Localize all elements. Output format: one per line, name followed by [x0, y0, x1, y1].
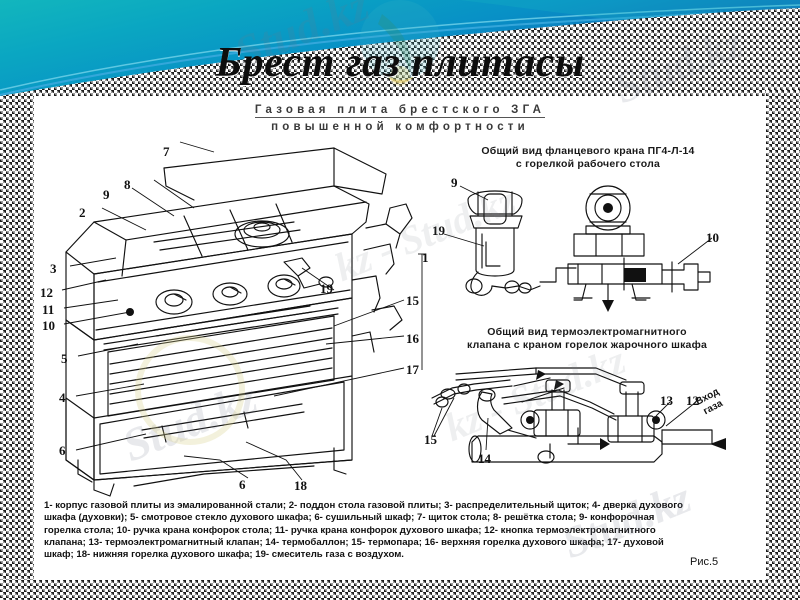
halftone-frame-right [766, 90, 800, 600]
figure-subtitle-line1: Газовая плита брестского ЗГА [254, 104, 546, 118]
heading-thermo-valve-line2: клапана с краном горелок жарочного шкафа [466, 339, 708, 351]
callout-stove-17: 17 [406, 362, 419, 377]
figure-subtitle: Газовая плита брестского ЗГА повышенной … [34, 100, 766, 133]
callout-stove-10: 10 [42, 318, 55, 333]
callout-stove-6-left: 6 [59, 443, 66, 458]
callout-stove-19: 19 [320, 281, 333, 296]
heading-flange-valve-line1: Общий вид фланцевого крана ПГ4-Л-14 [481, 145, 695, 157]
callout-stove-3: 3 [50, 261, 57, 276]
callout-stove-7: 7 [163, 144, 170, 159]
callout-valve-bottom-13: 13 [660, 393, 673, 408]
header-teal-overlay [0, 0, 800, 96]
page-title: Брест газ плитасы [215, 40, 585, 86]
flange-valve-drawing [443, 185, 713, 312]
callout-stove-1: 1 [422, 250, 429, 265]
callout-valve-bottom-12: 12 [686, 393, 699, 408]
figure-panel [34, 96, 766, 580]
callout-valve-top-19: 19 [432, 223, 445, 238]
callout-valve-bottom-15: 15 [424, 432, 437, 447]
callout-valve-top-9: 9 [451, 175, 458, 190]
figure-caption: 1- корпус газовой плиты из эмалированной… [44, 500, 683, 561]
heading-flange-valve: Общий вид фланцевого крана ПГ4-Л-14 с го… [438, 145, 738, 171]
figure-subtitle-line2: повышенной комфортности [271, 121, 529, 133]
halftone-frame-bottom [0, 580, 800, 600]
stove-cutaway-drawing [61, 141, 426, 497]
halftone-frame-left [0, 90, 34, 600]
callout-stove-8: 8 [124, 177, 131, 192]
callout-valve-top-10: 10 [706, 230, 719, 245]
heading-thermo-valve: Общий вид термоэлектромагнитного клапана… [432, 326, 742, 352]
thermoelectromagnetic-valve-drawing [431, 367, 726, 464]
callout-valve-bottom-14: 14 [478, 451, 491, 466]
callout-stove-15: 15 [406, 293, 419, 308]
callout-stove-11: 11 [42, 302, 55, 317]
figure-number: Рис.5 [690, 556, 719, 568]
callout-stove-5: 5 [61, 351, 68, 366]
heading-thermo-valve-line1: Общий вид термоэлектромагнитного [487, 326, 687, 338]
callout-stove-16: 16 [406, 331, 419, 346]
callout-stove-6-bottom: 6 [239, 477, 246, 492]
callout-stove-12: 12 [40, 285, 53, 300]
callout-stove-18: 18 [294, 478, 307, 493]
callout-stove-4: 4 [59, 390, 66, 405]
callout-stove-2: 2 [79, 205, 86, 220]
heading-flange-valve-line2: с горелкой рабочего стола [515, 158, 661, 170]
callout-stove-9: 9 [103, 187, 110, 202]
